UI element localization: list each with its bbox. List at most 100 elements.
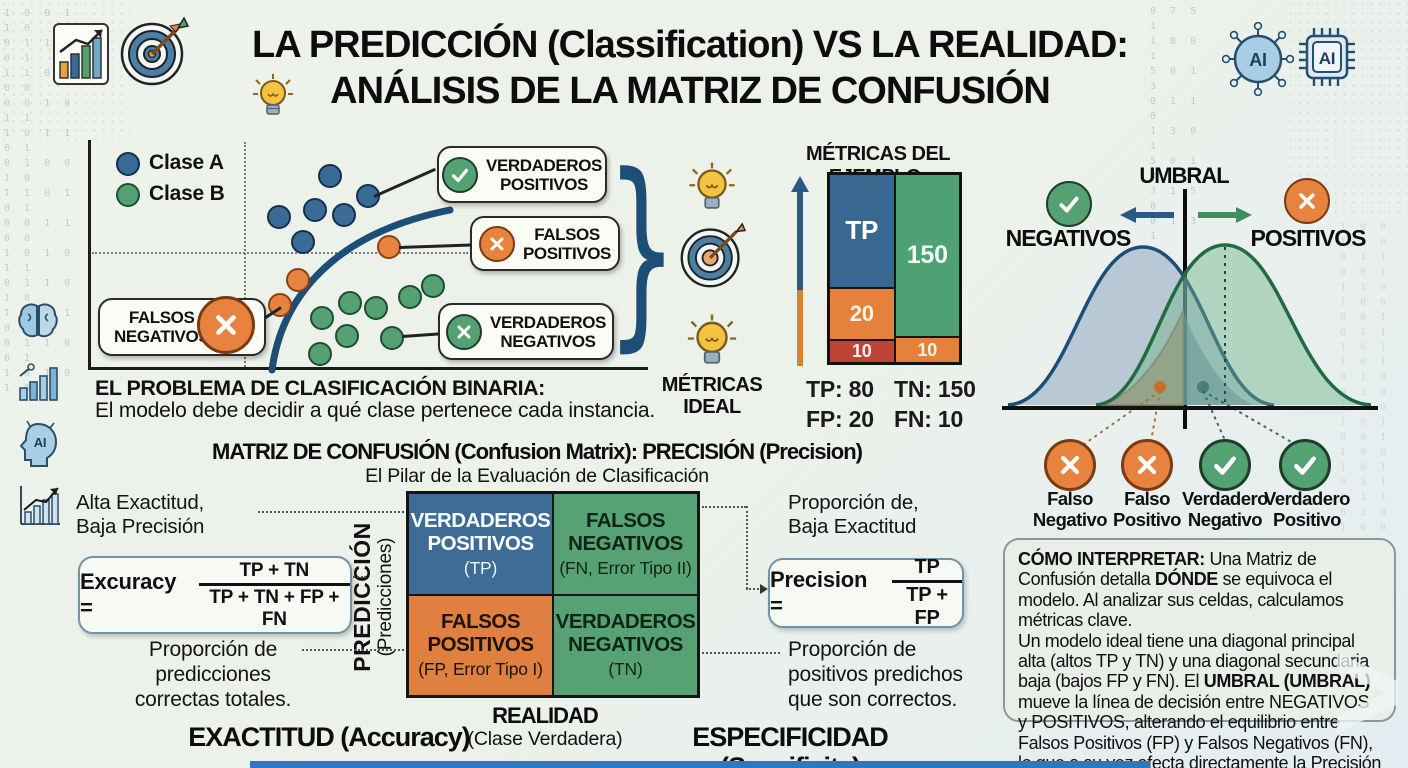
cell-line: VERDADEROS [555,610,696,634]
page-title-line2: ANÁLISIS DE LA MATRIZ DE CONFUSIÓN [330,70,1051,112]
dotted-line-tr-arrow [746,588,762,590]
outcome-line1: Falso [1047,488,1093,509]
dotted-line-tl [258,511,404,513]
scatter-point-green-vn [380,326,404,350]
page-title-line1: LA PREDICCIÓN (Classification) VS LA REA… [252,24,1129,66]
dotted-line-tr-v [746,506,748,589]
annotation-proporcion-baja: Proporción de, Baja Exactitud [788,491,919,539]
metric-arrow-orange [797,290,803,366]
arrow-right-icon [1194,206,1256,224]
interpret-text1: Una Matriz de Confusión detalla [1018,549,1317,590]
ideal-line1: MÉTRICAS [661,374,763,396]
stat-fp: FP: 20 [806,406,874,432]
precision-lhs: Precision = [770,567,868,618]
outcome-falso-positivo: Falso Positivo [1099,488,1195,530]
decision-boundary-curve [258,198,458,376]
scatter-point-green [308,342,332,366]
x-circle-icon-large [197,296,255,354]
x-circle-icon [478,225,515,262]
negativos-label: NEGATIVOS [1005,225,1132,251]
dotted-line-br [702,652,780,654]
ann-line: correctas totales. [134,688,292,711]
brain-icon [16,300,60,342]
interpret-text2: se equivoca el modelo. Al analizar sus c… [1018,569,1344,631]
accuracy-denominator: TP + TN + FP + FN [209,586,340,630]
interpret-text3: Un modelo ideal tiene una diagonal princ… [1018,630,1369,692]
ai-head-icon: AI [14,420,62,470]
scatter-point-green [364,296,388,320]
stacked-bar-chart: TP 20 10 150 10 [827,172,962,365]
bottom-accent-bar [250,761,1150,768]
ann-line: que son correctos. [788,688,958,711]
connector-line-vp [373,167,436,198]
scatter-caption-title: EL PROBLEMA DE CLASIFICACIÓN BINARIA: [95,376,545,400]
matrix-subtitle: El Pilar de la Evaluación de Clasificaci… [365,465,709,487]
binary-decor-right: 0 7 5 1 1 8 0 1 5 0 1 3 0 1 1 0 1 3 0 1 … [1150,6,1201,242]
accuracy-numerator: TP + TN [198,560,350,586]
callout-fp-line1: FALSOS [534,224,600,244]
scatter-dotted-hline [92,252,468,254]
cell-sub: (FN, Error Tipo II) [559,557,692,578]
legend-swatch-clase-b [116,183,140,207]
outcome-line1: Verdadero [1182,488,1269,509]
example-stats: TP: 80 TN: 150 FP: 20 FN: 10 [806,376,994,433]
scatter-y-axis [88,140,91,370]
ai-network-label: AI [1249,50,1267,70]
outcome-line2: Positivo [1113,509,1181,530]
lightbulb-icon [684,312,740,370]
ann-line: Baja Exactitud [788,515,917,538]
matrix-y-axis-label: PREDICCIÓN (Predicciones) [349,491,406,703]
stat-fn: FN: 10 [894,406,964,432]
dotted-arrow-left [350,576,366,578]
stat-tp: TP: 80 [806,376,874,402]
curly-brace: } [606,132,678,370]
accuracy-formula-box: Excuracy = TP + TN TP + TN + FP + FN [78,556,352,634]
ann-line: Proporción de [148,638,278,661]
lightbulb-icon [686,160,738,215]
footer-exactitud: EXACTITUD (Accuracy) [188,722,471,752]
callout-vp-line1: VERDADEROS [486,155,602,175]
legend-swatch-clase-a [116,152,140,176]
outcome-verdadero-negativo: Verdadero Negativo [1172,488,1278,530]
stat-tn: TN: 150 [894,376,976,402]
bar-chart-icon [52,22,110,86]
check-circle-icon [1279,439,1331,491]
callout-vp-line2: POSITIVOS [499,174,589,194]
cell-sub: (TP) [463,557,498,578]
matrix-x-axis-sub: (Clase Verdadera) [467,728,623,750]
matrix-title: MATRIZ DE CONFUSIÓN (Confusion Matrix): … [212,439,863,464]
outcome-line2: Positivo [1273,509,1341,530]
x-circle-icon [1121,439,1173,491]
watermark-chevron: > [1332,607,1402,768]
lightbulb-icon-header [250,72,296,120]
callout-fn-line2: NEGATIVOS [114,327,210,346]
threshold-line [1183,189,1187,429]
matrix-cell-tn: VERDADEROS NEGATIVOS (TN) [553,594,698,696]
ideal-metrics-label: MÉTRICAS IDEAL [650,374,774,419]
precision-denominator: TP + FP [906,584,948,629]
distribution-curves [1000,235,1380,450]
matrix-cell-fn: FALSOS NEGATIVOS (FN, Error Tipo II) [553,493,698,595]
ann-line: Alta Exactitud, [76,491,205,514]
scatter-point-green [421,274,445,298]
cell-sub: (TN) [608,659,643,680]
legend-label-clase-a: Clase A [149,151,224,174]
accuracy-lhs: Excuracy = [80,569,177,620]
dotted-line-tr [702,506,746,508]
bar-segment-tn: 150 [894,174,960,338]
interpret-bold3: UMBRAL (UMBRAL) [1203,671,1371,692]
scatter-point-blue [356,184,380,208]
bar-segment-fp: 20 [829,287,895,340]
cell-line: NEGATIVOS [568,531,683,555]
y-axis-sub: (Predicciones) [375,537,396,657]
annotation-alta-exactitud: Alta Exactitud, Baja Precisión [76,491,204,539]
cell-line: POSITIVOS [427,633,535,657]
interpret-bold1: CÓMO INTERPRETAR: [1018,549,1205,569]
ann-line: Proporción de, [788,491,919,514]
bar-segment-small-right: 10 [894,337,960,363]
callout-vn-line1: VERDADEROS [490,312,606,332]
cell-line: POSITIVOS [427,531,535,555]
